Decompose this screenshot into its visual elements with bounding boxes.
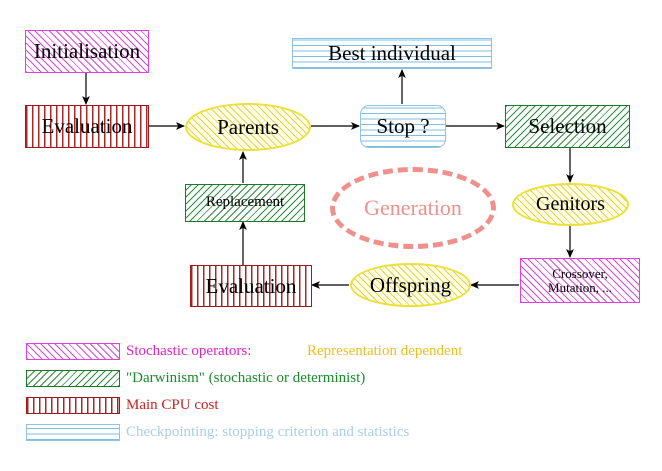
- legend-label-checkpointing: Checkpointing: stopping criterion and st…: [126, 424, 410, 440]
- node-initialisation-label: Initialisation: [33, 39, 141, 64]
- node-replacement[interactable]: Replacement: [185, 184, 305, 222]
- legend-swatch-magenta-diagonal-hatch-icon: [26, 343, 120, 360]
- node-offspring[interactable]: Offspring: [350, 263, 471, 307]
- node-parents[interactable]: Parents: [185, 103, 311, 151]
- node-crossover-mutation[interactable]: Crossover, Mutation, ...: [520, 258, 640, 303]
- node-best-individual-label: Best individual: [328, 41, 456, 66]
- legend-label-stochastic-operators: Stochastic operators:: [126, 343, 252, 359]
- node-stop[interactable]: Stop ?: [360, 105, 446, 148]
- legend-label-darwinism: "Darwinism" (stochastic or determinist): [126, 370, 366, 386]
- legend-row-darwinism: "Darwinism" (stochastic or determinist): [0, 365, 662, 392]
- legend-row-checkpointing: Checkpointing: stopping criterion and st…: [0, 419, 662, 446]
- legend-label-representation-dependent: Representation dependent: [307, 343, 463, 359]
- node-replacement-label: Replacement: [205, 194, 285, 211]
- node-selection-label: Selection: [528, 114, 607, 139]
- node-initialisation[interactable]: Initialisation: [25, 30, 149, 73]
- legend-row-cpu-cost: Main CPU cost: [0, 392, 662, 419]
- node-genitors[interactable]: Genitors: [512, 183, 629, 226]
- node-crossover-mutation-label: Crossover, Mutation, ...: [548, 265, 612, 295]
- node-generation: Generation: [330, 167, 496, 249]
- node-genitors-label: Genitors: [536, 193, 605, 215]
- legend-swatch-red-vertical-hatch-icon: [26, 397, 120, 414]
- node-parents-label: Parents: [217, 114, 279, 139]
- node-offspring-label: Offspring: [369, 272, 452, 297]
- node-generation-label: Generation: [364, 195, 462, 220]
- node-best-individual[interactable]: Best individual: [292, 38, 492, 69]
- node-evaluation-bottom-label: Evaluation: [205, 273, 297, 298]
- node-evaluation-top[interactable]: Evaluation: [25, 105, 149, 148]
- node-stop-label: Stop ?: [376, 114, 430, 139]
- legend-row-stochastic: Stochastic operators: Representation dep…: [0, 338, 662, 365]
- node-evaluation-top-label: Evaluation: [41, 114, 133, 139]
- node-selection[interactable]: Selection: [505, 105, 630, 148]
- legend-swatch-green-diagonal-hatch-icon: [26, 370, 120, 387]
- legend: Stochastic operators: Representation dep…: [0, 338, 662, 446]
- legend-label-main-cpu-cost: Main CPU cost: [126, 397, 219, 413]
- node-evaluation-bottom[interactable]: Evaluation: [190, 265, 312, 307]
- legend-swatch-blue-horizontal-hatch-icon: [26, 424, 120, 441]
